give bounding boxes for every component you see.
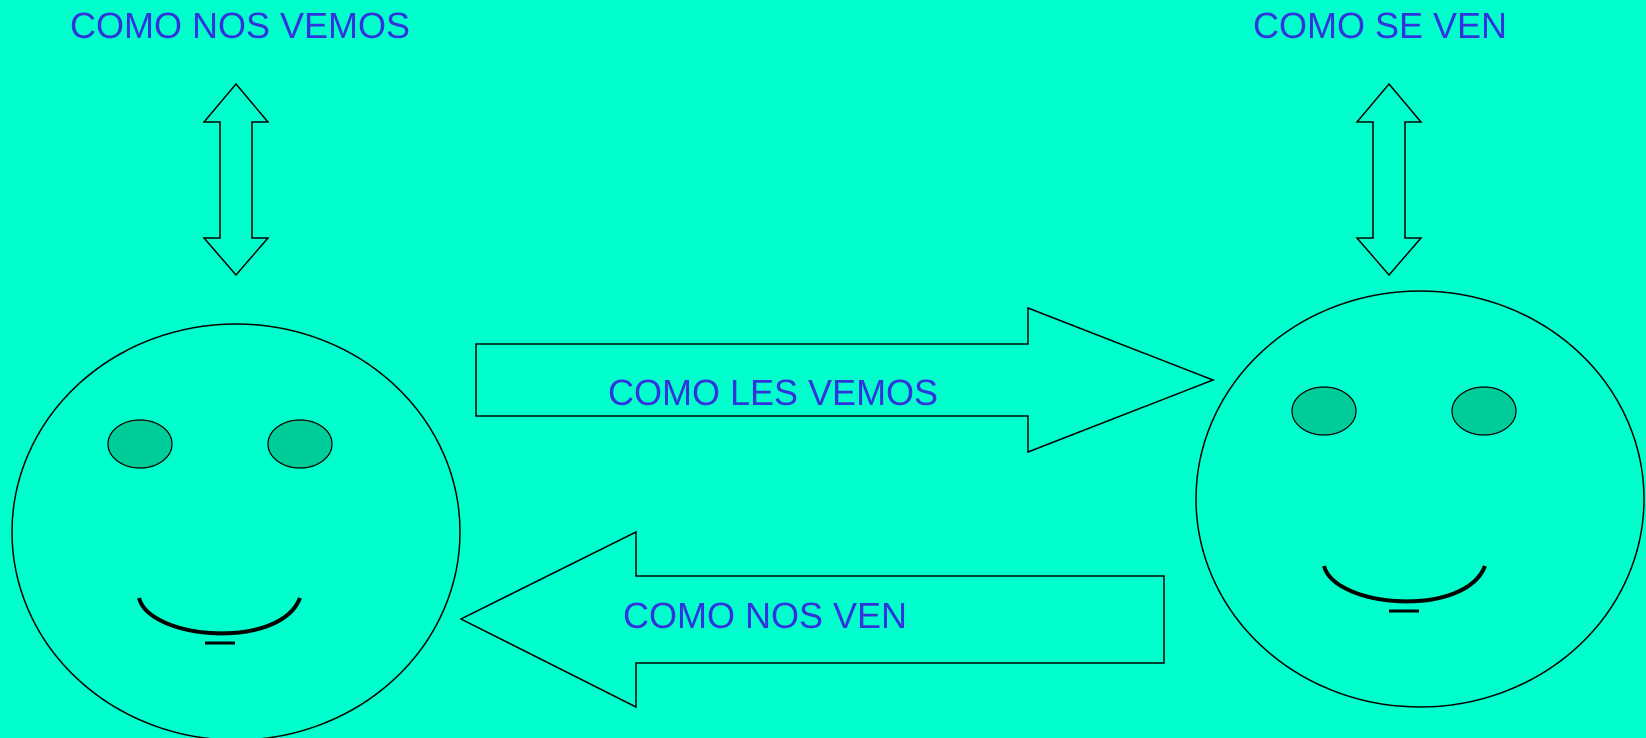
left-block-arrow [459,530,1165,709]
label-como-nos-ven: COMO NOS VEN [623,595,908,636]
left-face [11,323,461,738]
label-como-nos-vemos: COMO NOS VEMOS [70,5,411,46]
right-face-eye-right [1451,386,1517,436]
left-face-eye-left [107,419,173,469]
label-como-se-ven: COMO SE VEN [1253,5,1508,46]
right-face-eye-left [1291,386,1357,436]
right-face-smile [1322,565,1487,604]
right-face [1195,290,1645,708]
label-como-les-vemos: COMO LES VEMOS [608,372,939,413]
left-double-arrow [202,82,270,277]
left-face-eye-right [267,419,333,469]
left-face-outline [11,323,461,738]
right-double-arrow [1355,82,1423,277]
right-block-arrow [475,306,1216,454]
right-face-outline [1195,290,1645,708]
left-face-smile [137,597,302,636]
